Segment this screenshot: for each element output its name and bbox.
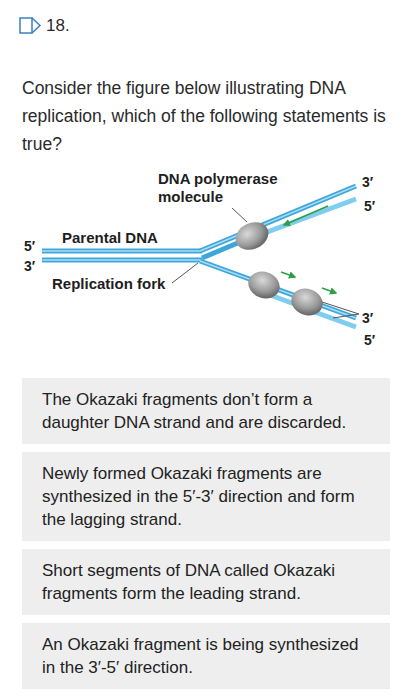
option-text: The Okazaki fragments don’t form a daugh… [42,388,372,434]
end-label: 5′ [364,332,375,349]
answer-option: The Okazaki fragments don’t form a daugh… [22,378,390,444]
dna-polymerase [231,217,326,320]
end-label: 3′ [362,174,373,191]
answer-option: An Okazaki fragment is being synthesized… [22,623,390,689]
option-text: An Okazaki fragment is being synthesized… [42,633,372,679]
end-label: 3′ [24,258,35,275]
part-label: Parental DNA [62,229,158,247]
synthesis-arrows [281,206,336,293]
end-label: 5′ [364,198,375,215]
question-text: Consider the figure below illustrating D… [22,74,394,158]
part-label: DNA polymerase molecule [158,170,293,206]
bottom-branch-strands [200,261,356,327]
end-label: 3′ [362,310,373,327]
top-branch-strands [200,186,356,258]
answer-option: Short segments of DNA called Okazaki fra… [22,549,390,615]
leader-lines [172,208,359,318]
option-text: Newly formed Okazaki fragments are synth… [42,462,372,531]
option-text: Short segments of DNA called Okazaki fra… [42,559,372,605]
question-number: 18. [46,16,70,36]
answer-option: Newly formed Okazaki fragments are synth… [22,452,390,541]
parental-dna [42,251,202,260]
end-label: 5′ [24,238,35,255]
question-icon [20,18,40,33]
part-label: Replication fork [52,275,165,293]
